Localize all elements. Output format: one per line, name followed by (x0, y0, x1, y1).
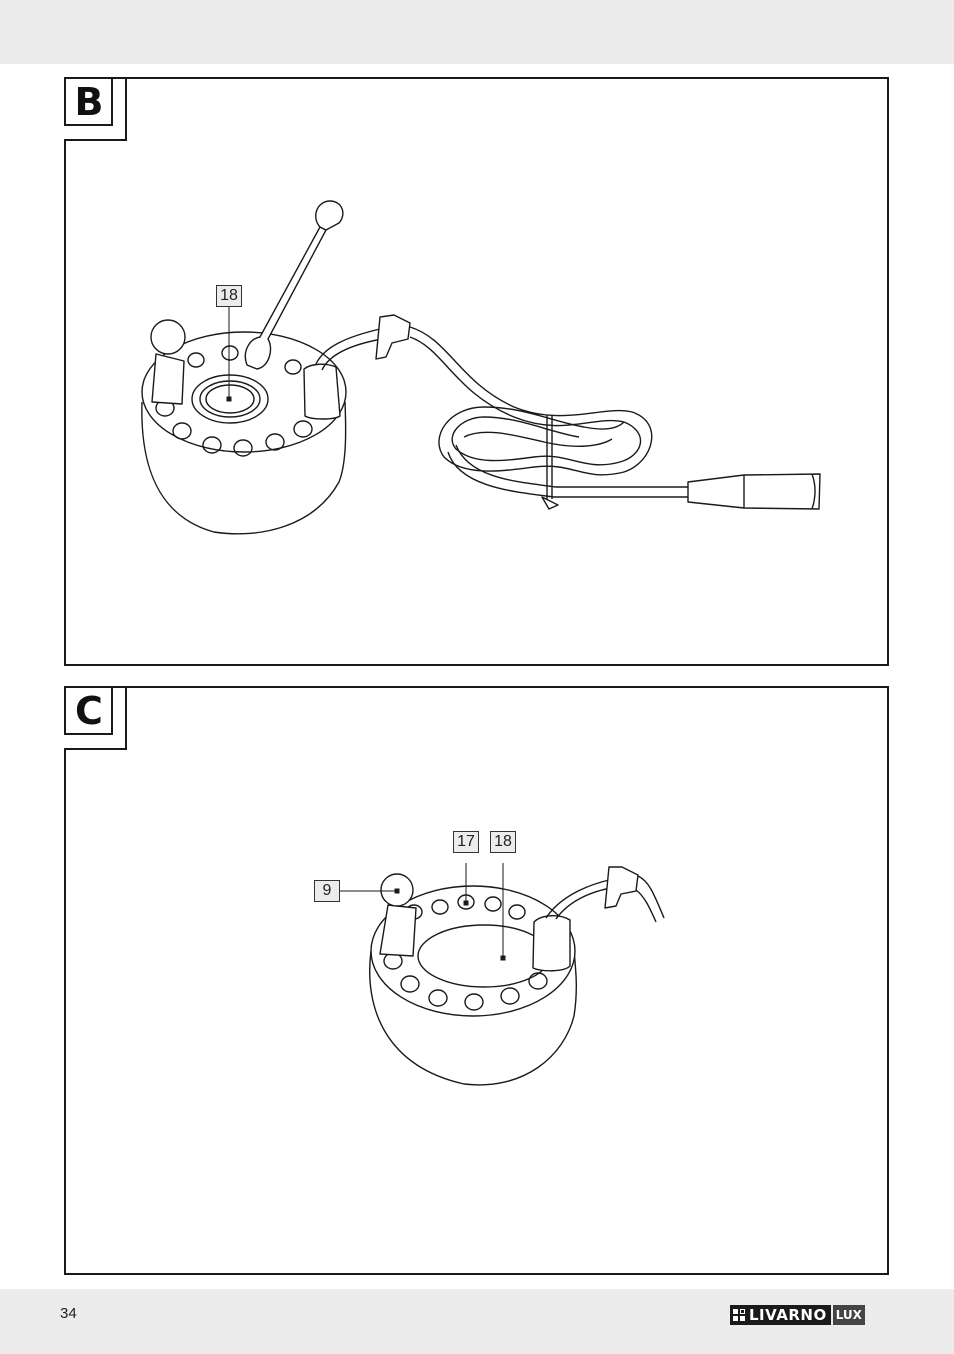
panel-letter-b: B (66, 79, 112, 125)
brand-logo-icon (733, 1309, 745, 1321)
callout-17: 17 (453, 831, 479, 853)
callout-18: 18 (490, 831, 516, 853)
figure-panel-c: C 17 18 9 (64, 686, 889, 1275)
callout-9: 9 (314, 880, 340, 902)
page-number: 34 (60, 1305, 77, 1322)
figure-b-drawing (64, 77, 889, 666)
brand-logo: LIVARNO LUX (730, 1305, 865, 1325)
brand-name: LIVARNO (749, 1306, 827, 1324)
brand-suffix: LUX (833, 1305, 865, 1325)
figure-panel-b: B 18 (64, 77, 889, 666)
panel-letter-c: C (66, 688, 112, 734)
figure-c-drawing (64, 686, 889, 1275)
brand-logo-main: LIVARNO (730, 1305, 831, 1325)
top-band (0, 0, 954, 64)
callout-18: 18 (216, 285, 242, 307)
